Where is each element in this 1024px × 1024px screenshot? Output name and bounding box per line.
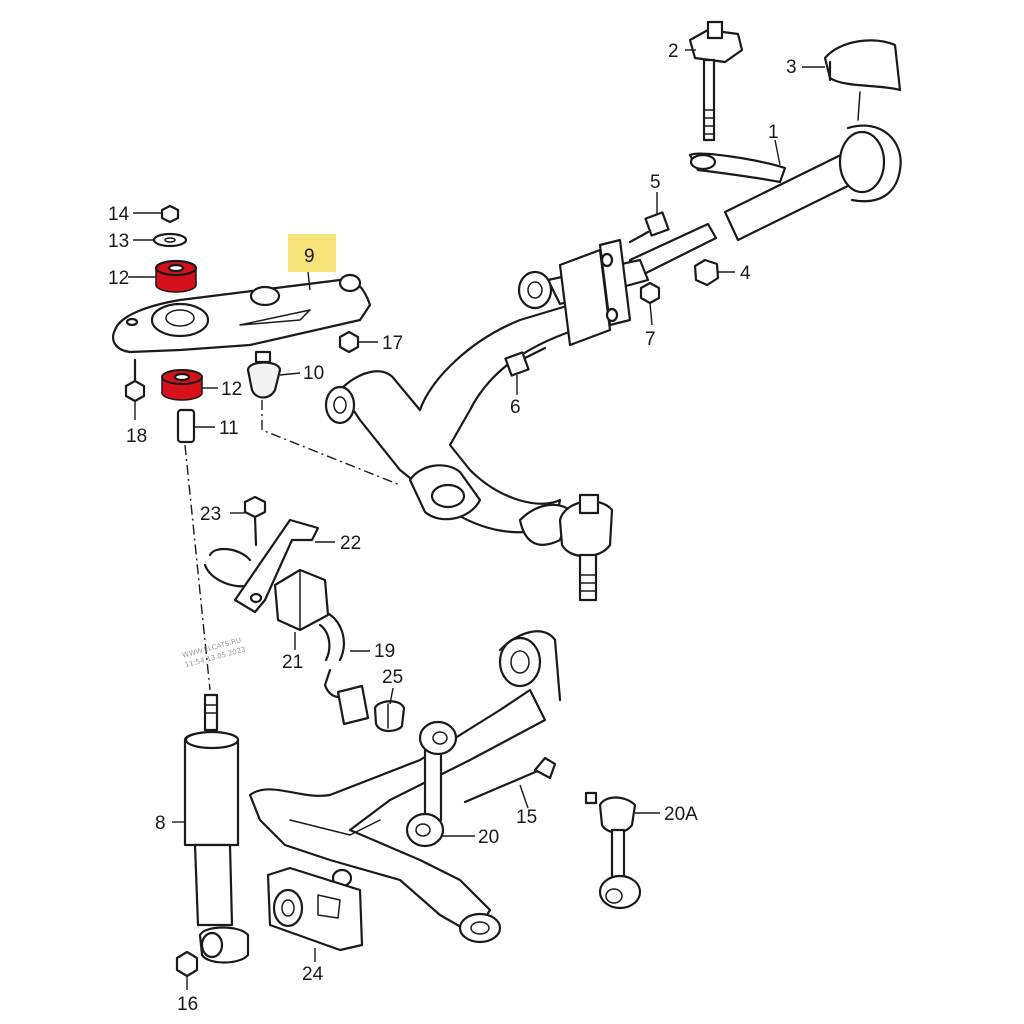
- bump-stop-10: [246, 350, 282, 399]
- callout-25: 25: [382, 667, 403, 688]
- callout-18: 18: [126, 426, 147, 447]
- bracket-24: [266, 866, 364, 952]
- callout-20: 20: [478, 827, 499, 848]
- callout-6: 6: [510, 397, 521, 418]
- callout-13: 13: [108, 231, 129, 252]
- callout-15: 15: [516, 807, 537, 828]
- washer-13: [152, 232, 188, 248]
- leader-lines: [128, 49, 825, 990]
- callout-14: 14: [108, 204, 130, 225]
- callout-8: 8: [155, 813, 166, 834]
- callout-3: 3: [786, 57, 797, 78]
- callout-12-upper: 12: [108, 268, 129, 289]
- callout-11: 11: [219, 418, 239, 439]
- ref-line-11: [184, 444, 211, 691]
- spacer-11: [176, 408, 196, 444]
- bracket-22: [233, 518, 320, 614]
- callout-21: 21: [282, 652, 303, 673]
- bushing-12-upper: [154, 259, 198, 293]
- mount-bracket-5-6-7: [558, 238, 632, 347]
- callout-10: 10: [303, 363, 324, 384]
- callout-5: 5: [650, 172, 661, 193]
- ref-line-10: [261, 400, 401, 486]
- bolt-5: [628, 211, 670, 244]
- bolt-23: [243, 495, 267, 547]
- bolt-18: [124, 358, 146, 403]
- nut-16: [175, 950, 199, 978]
- callout-17: 17: [382, 333, 403, 354]
- callout-24: 24: [302, 964, 324, 985]
- callout-2: 2: [668, 41, 679, 62]
- nut-7: [639, 281, 661, 305]
- callout-19: 19: [374, 641, 395, 662]
- nut-14: [160, 204, 180, 224]
- bushing-21: [273, 568, 330, 632]
- control-arm-upper: [324, 270, 577, 546]
- callout-1: 1: [768, 122, 779, 143]
- bracket-2: [688, 20, 744, 142]
- nut-4: [693, 258, 720, 287]
- nut-17: [338, 330, 360, 354]
- lower-arm: [248, 630, 562, 944]
- callout-4: 4: [740, 263, 751, 284]
- callout-12-lower: 12: [221, 379, 242, 400]
- bolt-6: [504, 346, 547, 377]
- shock-absorber-8: [183, 693, 250, 964]
- highlight-box-9: [288, 234, 336, 272]
- link-20a: [584, 791, 642, 910]
- ball-joint: [558, 493, 614, 602]
- link-20: [405, 720, 458, 848]
- watermark: WWW.ELCATS.RU 11:54 13.05.2023: [181, 636, 246, 669]
- callout-23: 23: [200, 504, 221, 525]
- spring-plate-9: [112, 273, 372, 354]
- sleeve-25: [336, 684, 406, 733]
- callout-22: 22: [340, 533, 361, 554]
- bushing-12-lower: [161, 369, 203, 401]
- callout-9: 9: [304, 246, 315, 267]
- callout-20a: 20A: [664, 804, 698, 825]
- highlight-rect: [288, 234, 336, 272]
- bolt-15: [463, 756, 557, 804]
- callout-16: 16: [177, 994, 198, 1015]
- cap-3: [823, 39, 902, 121]
- callout-7: 7: [645, 329, 656, 350]
